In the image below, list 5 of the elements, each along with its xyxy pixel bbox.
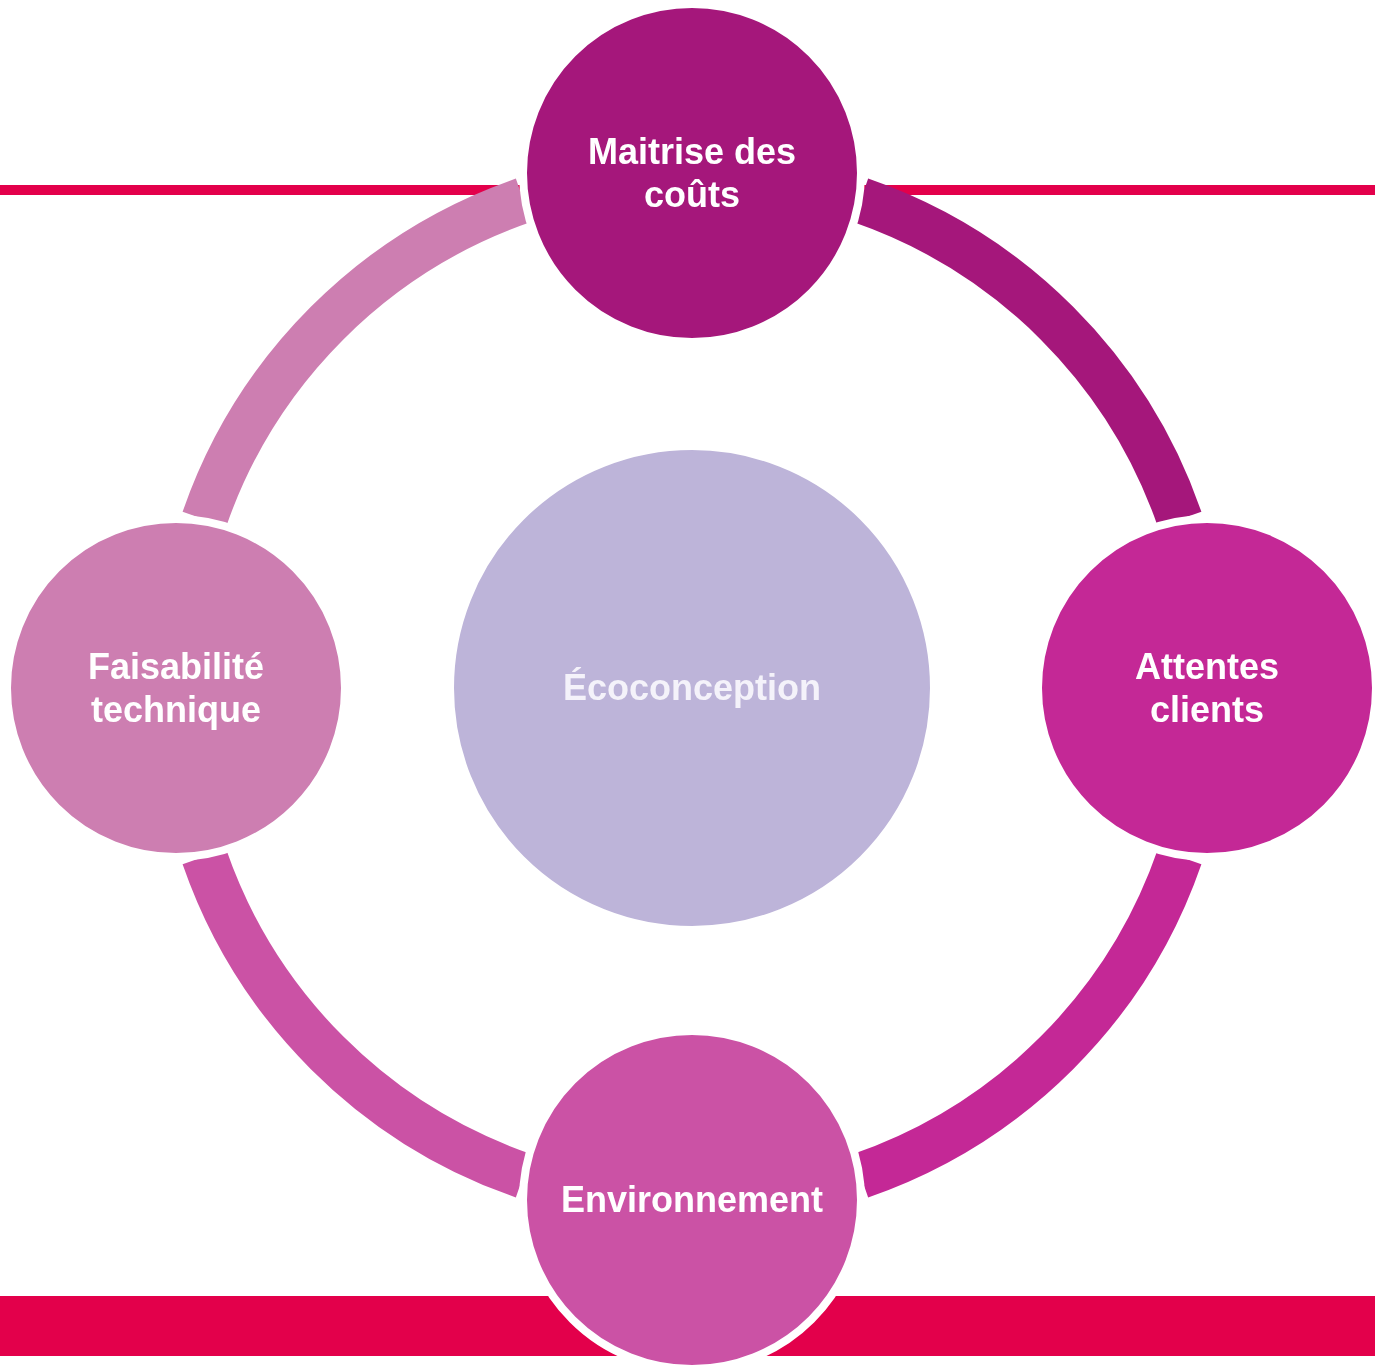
node-label: Écoconception (563, 666, 821, 710)
node-label: Maitrise des coûts (586, 129, 798, 217)
node-label: Environnement (561, 1178, 824, 1222)
node-label: Attentes clients (1134, 644, 1280, 732)
node-label: Faisabilité technique (86, 644, 266, 732)
